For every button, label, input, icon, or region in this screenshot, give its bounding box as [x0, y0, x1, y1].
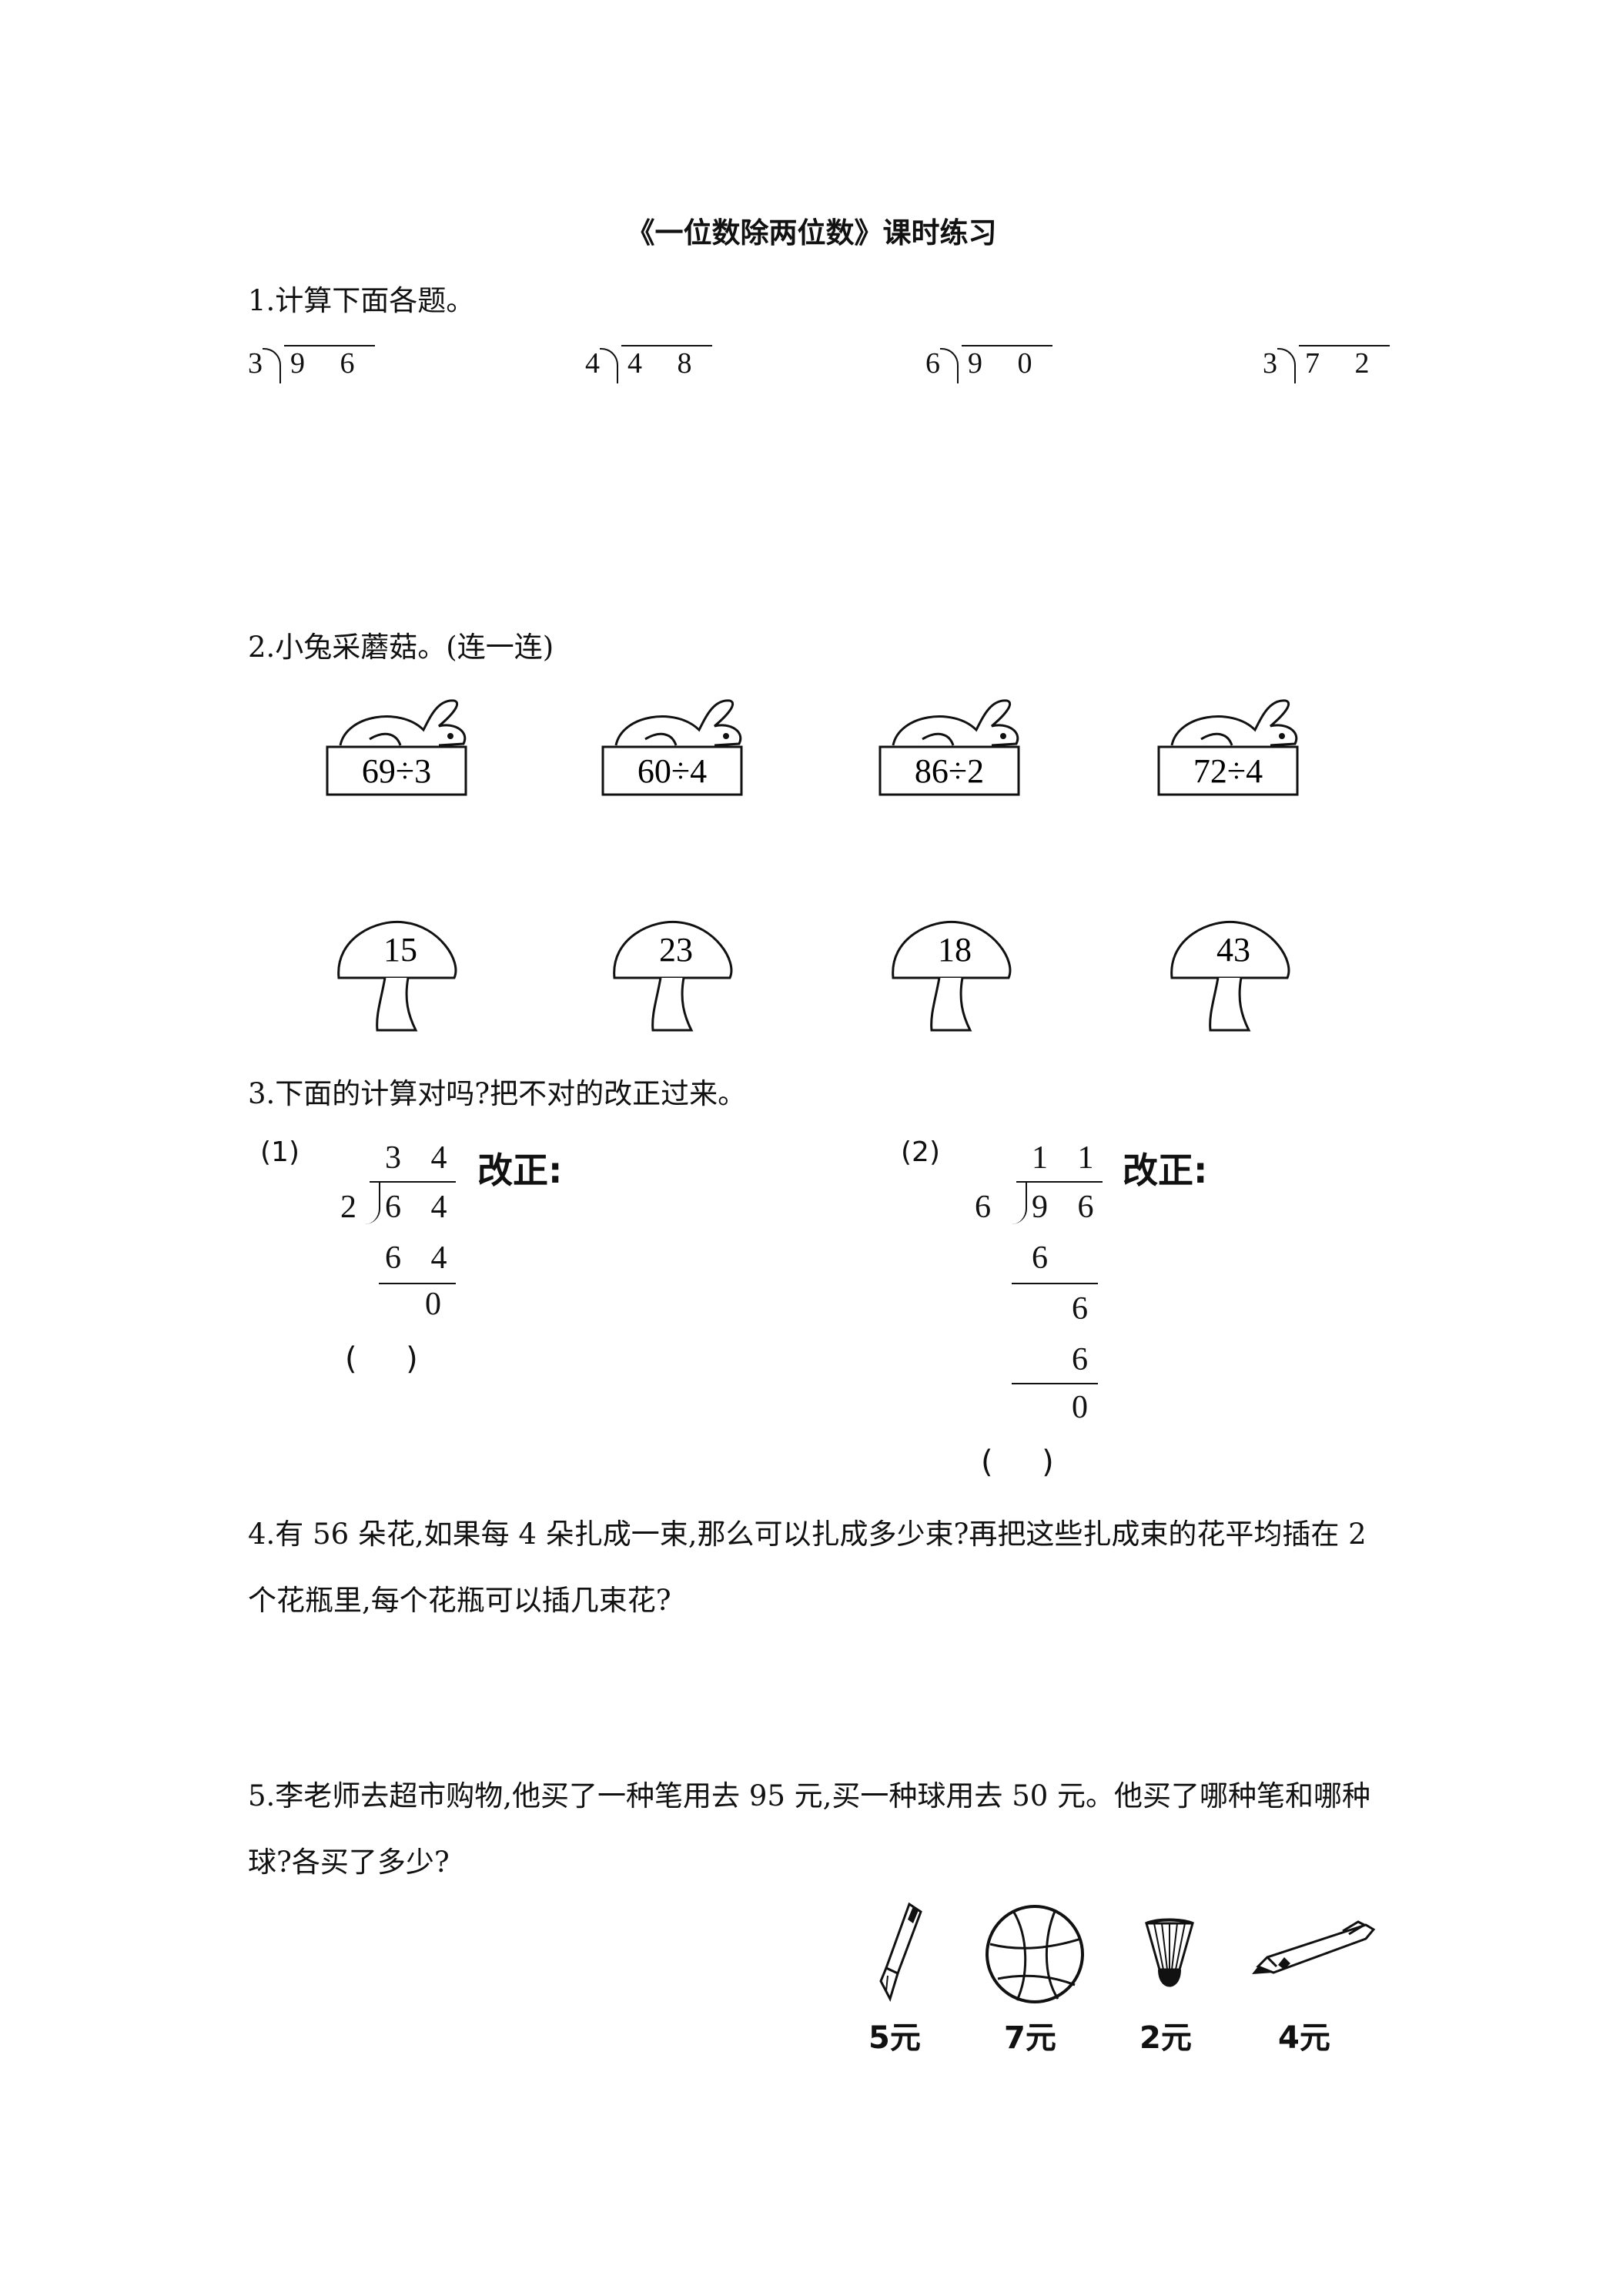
subtrahend-1: 6: [1032, 1240, 1048, 1276]
subtrahend-2: 6: [1072, 1342, 1088, 1377]
remainder-1: 6: [1072, 1291, 1088, 1327]
rabbit-card-1[interactable]: 69÷3: [323, 691, 477, 807]
correction-label: 改正:: [1123, 1150, 1208, 1191]
subtraction-line-1: [1012, 1283, 1098, 1284]
price-label: 5元: [868, 2020, 921, 2056]
mushroom-number: 18: [938, 931, 972, 969]
part-2-label: (2): [901, 1136, 940, 1168]
mushroom-icon: 15: [337, 920, 457, 1032]
division-bracket: [365, 1181, 380, 1224]
divisor: 3: [1263, 347, 1277, 380]
subtrahend: 6 4: [385, 1240, 458, 1276]
division-bracket: [1012, 1181, 1027, 1224]
divisor: 2: [340, 1190, 356, 1225]
price-label: 4元: [1278, 2020, 1330, 2056]
ballpoint-pen-icon: [1252, 1920, 1376, 1974]
division-bar: [1016, 1181, 1103, 1183]
question-5-text: 5.李老师去超市购物,他买了一种笔用去 95 元,买一种球用去 50 元。他买了…: [248, 1779, 1371, 1879]
dividend: 9 6: [284, 345, 375, 380]
page-title: 《一位数除两位数》课时练习: [626, 216, 997, 249]
mushroom-number: 23: [659, 931, 693, 969]
mushroom-2[interactable]: 23: [607, 915, 738, 1038]
remainder-2: 0: [1072, 1390, 1088, 1425]
item-ballpoint-pen: [1250, 1919, 1381, 1980]
rabbit-expression: 60÷4: [637, 752, 707, 790]
fountain-pen-icon: [879, 1902, 922, 2002]
rabbit-expression: 69÷3: [362, 752, 431, 790]
division-bracket: [940, 348, 959, 383]
rabbit-icon: 69÷3: [326, 699, 467, 796]
mushroom-icon: 43: [1170, 920, 1290, 1032]
dividend: 4 8: [621, 345, 712, 380]
shuttlecock-icon: [1145, 1918, 1194, 1987]
part-1-label: (1): [260, 1136, 300, 1168]
question-3-prompt: 3.下面的计算对吗?把不对的改正过来。: [248, 1077, 747, 1110]
mushroom-number: 43: [1216, 931, 1250, 969]
rabbit-expression: 72÷4: [1193, 752, 1263, 790]
dividend: 7 2: [1299, 345, 1390, 380]
mushroom-1[interactable]: 15: [331, 915, 462, 1038]
subtraction-line: [379, 1283, 456, 1284]
mushroom-icon: 23: [613, 920, 733, 1032]
rabbit-icon: 60÷4: [601, 699, 743, 796]
answer-paren[interactable]: ( ): [981, 1444, 1054, 1480]
answer-paren[interactable]: ( ): [345, 1341, 418, 1377]
mushroom-3[interactable]: 18: [885, 915, 1016, 1038]
dividend: 6 4: [385, 1190, 458, 1225]
dividend: 9 0: [962, 345, 1052, 380]
division-bar: [370, 1181, 456, 1183]
division-problem-3: 6 9 0: [925, 345, 1052, 383]
question-4-text: 4.有 56 朵花,如果每 4 朵扎成一束,那么可以扎成多少束?再把这些扎成束的…: [248, 1518, 1367, 1617]
subtraction-line-2: [1012, 1383, 1098, 1384]
divisor: 3: [248, 347, 263, 380]
rabbit-icon: 72÷4: [1157, 699, 1299, 796]
division-problem-2: 4 4 8: [585, 345, 712, 383]
remainder: 0: [425, 1287, 441, 1322]
mushroom-4[interactable]: 43: [1164, 915, 1295, 1038]
mushroom-number: 15: [383, 931, 417, 969]
rabbit-card-4[interactable]: 72÷4: [1155, 691, 1309, 807]
rabbit-icon: 86÷2: [878, 699, 1020, 796]
basketball-icon: [986, 1905, 1084, 2003]
price-label: 2元: [1139, 2020, 1192, 2056]
rabbit-expression: 86÷2: [915, 752, 984, 790]
item-basketball: [982, 1902, 1087, 2006]
quotient: 1 1: [1032, 1140, 1105, 1176]
division-bracket: [600, 348, 618, 383]
divisor: 6: [925, 347, 940, 380]
rabbit-card-2[interactable]: 60÷4: [599, 691, 753, 807]
question-1-prompt: 1.计算下面各题。: [248, 284, 475, 317]
price-label: 7元: [1004, 2020, 1056, 2056]
item-shuttlecock: [1143, 1916, 1196, 2000]
divisor: 6: [975, 1190, 991, 1225]
mushroom-icon: 18: [892, 920, 1012, 1032]
dividend: 9 6: [1032, 1190, 1105, 1225]
item-fountain-pen: [867, 1900, 929, 2008]
quotient: 3 4: [385, 1140, 458, 1176]
rabbit-card-3[interactable]: 86÷2: [876, 691, 1030, 807]
divisor: 4: [585, 347, 600, 380]
division-bracket: [1277, 348, 1296, 383]
division-problem-1: 3 9 6: [248, 345, 375, 383]
division-bracket: [263, 348, 281, 383]
question-2-prompt: 2.小兔采蘑菇。(连一连): [248, 631, 554, 664]
correction-label: 改正:: [477, 1150, 563, 1191]
division-problem-4: 3 7 2: [1263, 345, 1390, 383]
